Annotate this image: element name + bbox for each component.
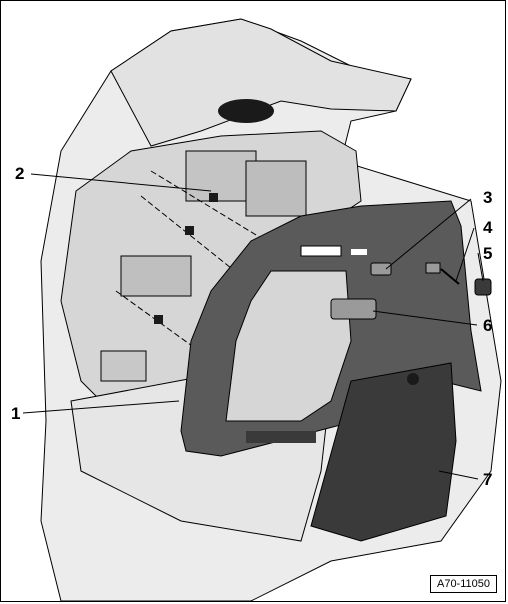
callout-1: 1 <box>11 404 21 423</box>
clip-a <box>209 193 218 202</box>
leader-6 <box>372 310 478 326</box>
battery-box <box>245 160 307 217</box>
figure-reference-label: A70-11050 <box>429 575 497 593</box>
callout-6: 6 <box>483 316 493 335</box>
leader-2 <box>30 173 212 192</box>
leader-5 <box>477 252 484 282</box>
leader-1 <box>22 400 180 414</box>
callout-5: 5 <box>483 244 493 263</box>
leader-3 <box>385 198 472 270</box>
dashed-line-a <box>150 170 267 242</box>
clip-c <box>154 315 163 324</box>
leader-4 <box>455 227 475 282</box>
side-trim-opening <box>225 270 352 422</box>
screw <box>440 268 460 285</box>
cap <box>474 278 492 296</box>
relay-carrier <box>120 255 192 297</box>
trim-slot-right <box>351 249 367 255</box>
callout-4: 4 <box>483 218 493 237</box>
callout-3: 3 <box>483 188 493 207</box>
trim-slot <box>300 245 342 257</box>
clip-b <box>185 226 194 235</box>
bracket <box>100 350 147 382</box>
dashed-line-b <box>140 195 242 277</box>
tailgate-speaker <box>218 99 274 123</box>
leader-7 <box>438 470 479 480</box>
tailgate <box>110 18 412 147</box>
callout-2: 2 <box>15 164 25 183</box>
trim-handle <box>330 298 377 320</box>
trim-clip-right <box>425 262 441 274</box>
trim-lower-channel <box>246 431 316 443</box>
trim-clip <box>370 262 392 276</box>
cover-fastener <box>407 373 419 385</box>
storage-cover <box>310 362 457 542</box>
callout-7: 7 <box>483 470 493 489</box>
